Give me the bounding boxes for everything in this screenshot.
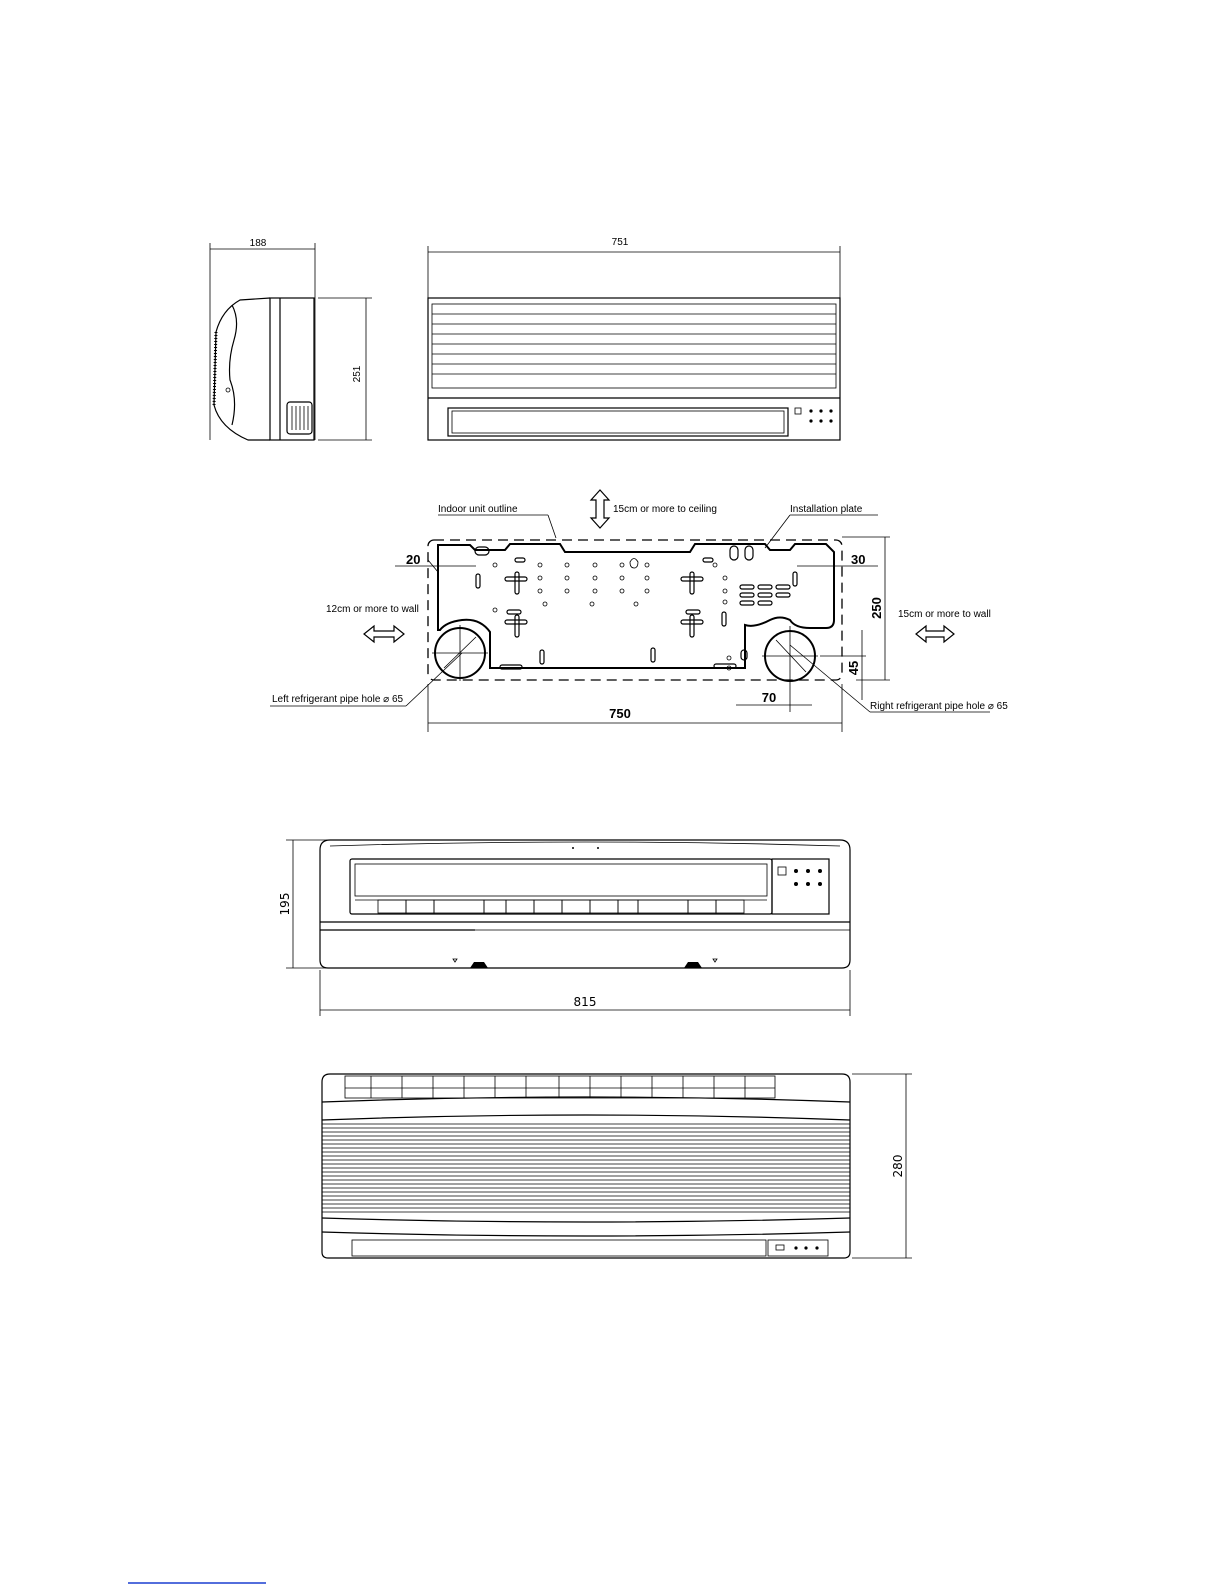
- dim-20-label: 20: [406, 552, 420, 567]
- left-pipe-hole-label: Left refrigerant pipe hole ⌀ 65: [272, 694, 404, 705]
- plate-mounting-slots: [475, 546, 797, 669]
- dim-30-label: 30: [851, 552, 865, 567]
- front-width-label: 751: [612, 237, 629, 248]
- front-indicator-lights: [809, 409, 832, 422]
- dim-250-label: 250: [869, 597, 884, 619]
- installation-plate-label: Installation plate: [790, 504, 863, 515]
- unit2-height-280-label: 280: [891, 1155, 905, 1178]
- front-view: 751: [428, 237, 840, 440]
- installation-diagram: Indoor unit outline 15cm or more to ceil…: [270, 490, 1008, 732]
- right-wall-arrow-icon: [916, 626, 954, 642]
- unit2-height-195-label: 195: [278, 893, 292, 916]
- ceiling-clearance-label: 15cm or more to ceiling: [613, 504, 717, 515]
- right-pipe-hole-label: Right refrigerant pipe hole ⌀ 65: [870, 701, 1008, 712]
- left-wall-arrow-icon: [364, 626, 404, 642]
- unit2-indicator-lights: [794, 869, 822, 886]
- dim-750-label: 750: [609, 706, 631, 721]
- side-view: 188 251: [210, 238, 372, 440]
- plate-small-holes: [493, 563, 731, 670]
- left-wall-clearance-label: 12cm or more to wall: [326, 604, 419, 615]
- side-height-label: 251: [352, 365, 363, 382]
- side-width-label: 188: [250, 238, 267, 249]
- right-pipe-hole: [762, 626, 818, 686]
- dim-70-label: 70: [762, 690, 776, 705]
- unit2-front-grille: [322, 1124, 850, 1212]
- ceiling-arrow-icon: [591, 490, 609, 528]
- unit-2-view-2: 280: [322, 1074, 912, 1258]
- unit-2-view-1: 195 815: [278, 840, 850, 1016]
- dim-45-label: 45: [846, 661, 861, 675]
- left-pipe-hole: [432, 625, 488, 681]
- right-wall-clearance-label: 15cm or more to wall: [898, 609, 991, 620]
- indoor-unit-outline-label: Indoor unit outline: [438, 504, 518, 515]
- unit2-width-815-label: 815: [574, 995, 597, 1009]
